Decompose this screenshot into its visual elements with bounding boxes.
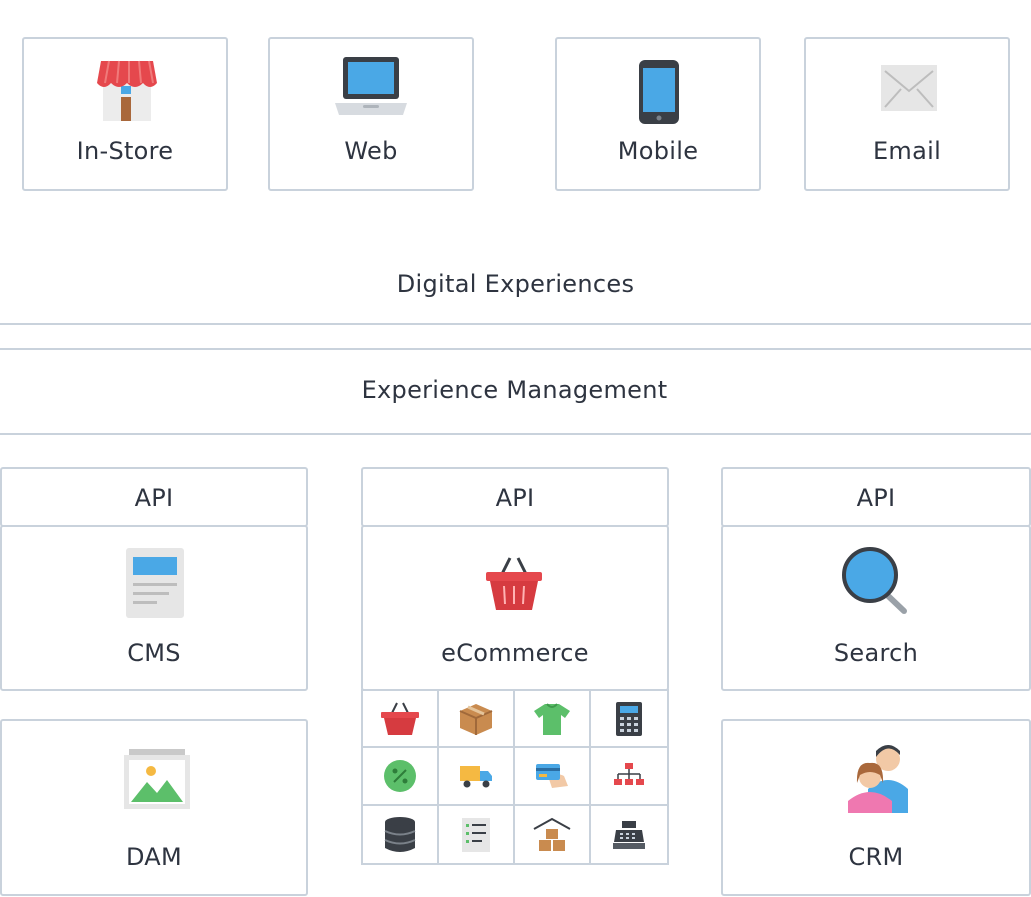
crm-label: CRM xyxy=(848,843,904,871)
dam-box[interactable]: DAM xyxy=(0,719,308,896)
search-api-box[interactable]: API xyxy=(721,467,1031,527)
module-shipping[interactable] xyxy=(437,746,515,806)
calculator-icon xyxy=(616,701,642,736)
search-box[interactable]: Search xyxy=(721,525,1031,691)
api-label: API xyxy=(495,484,535,512)
channel-in-store[interactable]: In-Store xyxy=(22,37,228,191)
experience-management-label: Experience Management xyxy=(361,376,668,404)
module-package[interactable] xyxy=(437,689,515,748)
module-inventory[interactable] xyxy=(513,804,591,865)
tshirt-icon xyxy=(534,702,570,735)
api-label: API xyxy=(134,484,174,512)
basket-icon xyxy=(381,702,419,735)
magnifier-icon xyxy=(842,547,907,614)
module-basket[interactable] xyxy=(361,689,439,748)
database-icon xyxy=(384,816,416,852)
cms-api-box[interactable]: API xyxy=(0,467,308,527)
card-payment-icon xyxy=(536,764,568,788)
module-point-of-sale[interactable] xyxy=(589,804,669,865)
document-icon xyxy=(126,548,184,618)
web-label: Web xyxy=(344,137,398,165)
crm-box[interactable]: CRM xyxy=(721,719,1031,896)
cms-box[interactable]: CMS xyxy=(0,525,308,691)
module-payments[interactable] xyxy=(513,746,591,806)
dam-label: DAM xyxy=(125,843,183,871)
envelope-icon xyxy=(881,65,937,111)
cash-register-icon xyxy=(613,820,645,849)
checklist-icon xyxy=(462,817,490,852)
discount-icon xyxy=(384,760,416,792)
image-gallery-icon xyxy=(124,749,190,809)
ecommerce-box[interactable]: eCommerce xyxy=(361,525,669,691)
api-label: API xyxy=(856,484,896,512)
store-icon xyxy=(97,60,157,121)
module-orders[interactable] xyxy=(437,804,515,865)
ecommerce-api-box[interactable]: API xyxy=(361,467,669,527)
module-data[interactable] xyxy=(361,804,439,865)
module-calculator[interactable] xyxy=(589,689,669,748)
ecommerce-label: eCommerce xyxy=(441,639,589,667)
org-chart-icon xyxy=(614,763,644,785)
delivery-truck-icon xyxy=(460,766,492,788)
mobile-phone-icon xyxy=(639,60,679,124)
channel-web[interactable]: Web xyxy=(268,37,474,191)
users-icon xyxy=(848,745,908,813)
module-discounts[interactable] xyxy=(361,746,439,806)
cms-label: CMS xyxy=(127,639,181,667)
email-label: Email xyxy=(872,137,942,165)
mobile-label: Mobile xyxy=(617,137,699,165)
laptop-icon xyxy=(335,57,407,115)
shopping-basket-icon xyxy=(486,557,542,610)
package-icon xyxy=(459,703,493,735)
channel-email[interactable]: Email xyxy=(804,37,1010,191)
search-label: Search xyxy=(833,639,919,667)
experience-management-panel[interactable]: Experience Management xyxy=(0,348,1031,435)
module-apparel[interactable] xyxy=(513,689,591,748)
in-store-label: In-Store xyxy=(76,137,174,165)
module-hierarchy[interactable] xyxy=(589,746,669,806)
digital-experiences-label: Digital Experiences xyxy=(396,270,635,298)
warehouse-icon xyxy=(533,817,571,851)
channel-mobile[interactable]: Mobile xyxy=(555,37,761,191)
